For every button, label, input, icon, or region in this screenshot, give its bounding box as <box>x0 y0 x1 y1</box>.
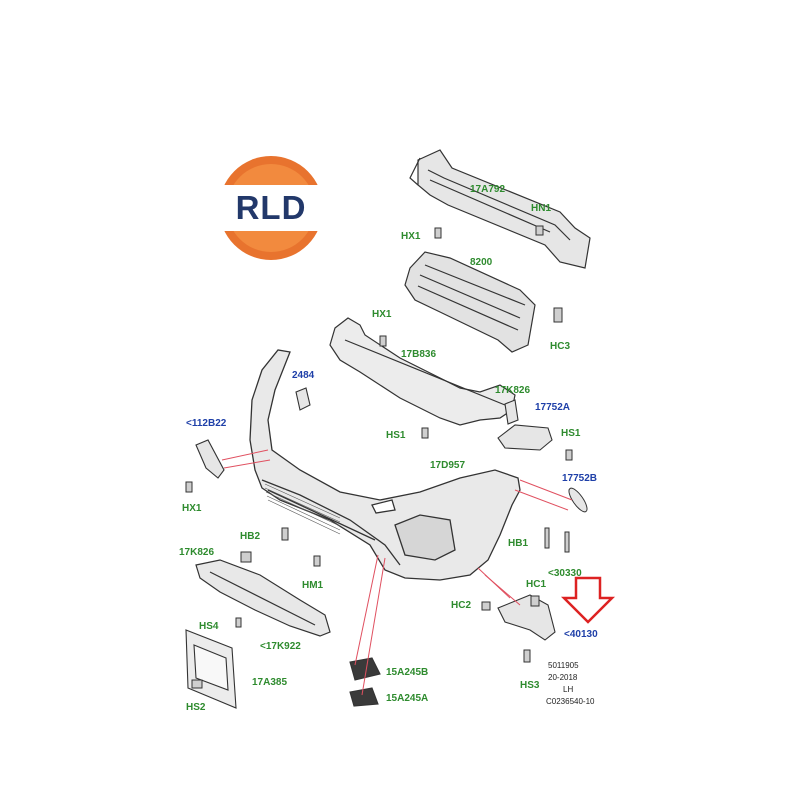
callout-17a385: 17A385 <box>252 677 288 688</box>
callout-hx1-top: HX1 <box>401 231 421 242</box>
callout-2484: 2484 <box>292 370 315 381</box>
callout-15a245a: 15A245A <box>386 693 429 704</box>
license-plate-bracket <box>185 629 237 709</box>
callout-hc1: HC1 <box>526 579 547 590</box>
side-bracket-left <box>195 439 225 479</box>
callout-112b22: <112B22 <box>186 418 227 429</box>
callout-17b836: 17B836 <box>401 349 437 360</box>
callout-hx1-mid: HX1 <box>372 309 392 320</box>
callout-15a245b: 15A245B <box>386 667 429 678</box>
callout-17d957: 17D957 <box>430 460 466 471</box>
callout-17k826-top: 17K826 <box>495 385 531 396</box>
bracket-17k826-top <box>504 399 519 425</box>
callout-hs4: HS4 <box>199 621 219 632</box>
clip-2484 <box>295 387 311 411</box>
meta-line-1: 5011905 <box>548 661 579 670</box>
callout-17k826-low: 17K826 <box>179 547 215 558</box>
callout-hc3: HC3 <box>550 341 571 352</box>
bumper-cover <box>249 349 521 581</box>
leader-lines <box>221 449 573 696</box>
callout-17a792: 17A792 <box>470 184 506 195</box>
callout-30330: <30330 <box>548 568 582 579</box>
meta-line-3: LH <box>563 685 574 694</box>
meta-line-2: 20-2018 <box>548 673 578 682</box>
rld-logo: RLD <box>218 155 324 261</box>
bracket-40130 <box>497 594 556 641</box>
fasteners <box>185 225 573 689</box>
callout-hm1: HM1 <box>302 580 324 591</box>
callout-17752b: 17752B <box>562 473 598 484</box>
callout-hb2: HB2 <box>240 531 261 542</box>
callout-40130: <40130 <box>564 629 598 640</box>
callout-hn1: HN1 <box>531 203 552 214</box>
callout-17752a: 17752A <box>535 402 571 413</box>
callout-hs1-left: HS1 <box>386 430 406 441</box>
lower-grille-mesh <box>264 483 341 535</box>
logo-text: RLD <box>235 189 307 226</box>
callout-hs2: HS2 <box>186 702 206 713</box>
callout-hs1-right: HS1 <box>561 428 581 439</box>
callout-hb1: HB1 <box>508 538 529 549</box>
bracket-17752a <box>497 424 553 451</box>
callout-17k922: <17K922 <box>260 641 301 652</box>
callout-hx1-low: HX1 <box>182 503 202 514</box>
reflector-17752b <box>568 487 588 513</box>
bumper-reinforcement-beam <box>409 149 591 269</box>
red-down-arrow <box>560 576 616 624</box>
meta-line-4: C0236540-10 <box>546 697 595 706</box>
callout-hc2: HC2 <box>451 600 472 611</box>
callout-hs3: HS3 <box>520 680 540 691</box>
radiator-grille <box>404 251 536 353</box>
tow-eye-covers <box>349 657 381 707</box>
callout-8200: 8200 <box>470 257 493 268</box>
engine-undertray <box>195 559 331 637</box>
